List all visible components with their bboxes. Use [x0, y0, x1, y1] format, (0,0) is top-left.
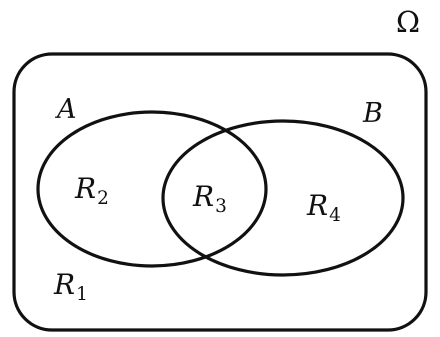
region-r4-label: R4: [307, 192, 341, 225]
region-r3-base: R: [193, 180, 215, 213]
set-a-ellipse: [36, 110, 268, 268]
region-r3-label: R3: [193, 183, 227, 216]
set-b-ellipse: [161, 119, 405, 277]
region-r3-index: 3: [215, 195, 227, 217]
universe-rectangle: [12, 52, 428, 332]
region-r4-base: R: [307, 189, 329, 222]
region-r4-index: 4: [329, 204, 341, 226]
region-r1-base: R: [54, 268, 76, 301]
set-b-label: B: [363, 98, 383, 129]
universe-label: Ω: [396, 5, 421, 39]
region-r2-index: 2: [97, 187, 109, 209]
region-r2-label: R2: [75, 175, 109, 208]
region-r1-index: 1: [76, 283, 88, 305]
region-r2-base: R: [75, 172, 97, 205]
region-r1-label: R1: [54, 271, 88, 304]
set-a-label: A: [57, 94, 77, 125]
